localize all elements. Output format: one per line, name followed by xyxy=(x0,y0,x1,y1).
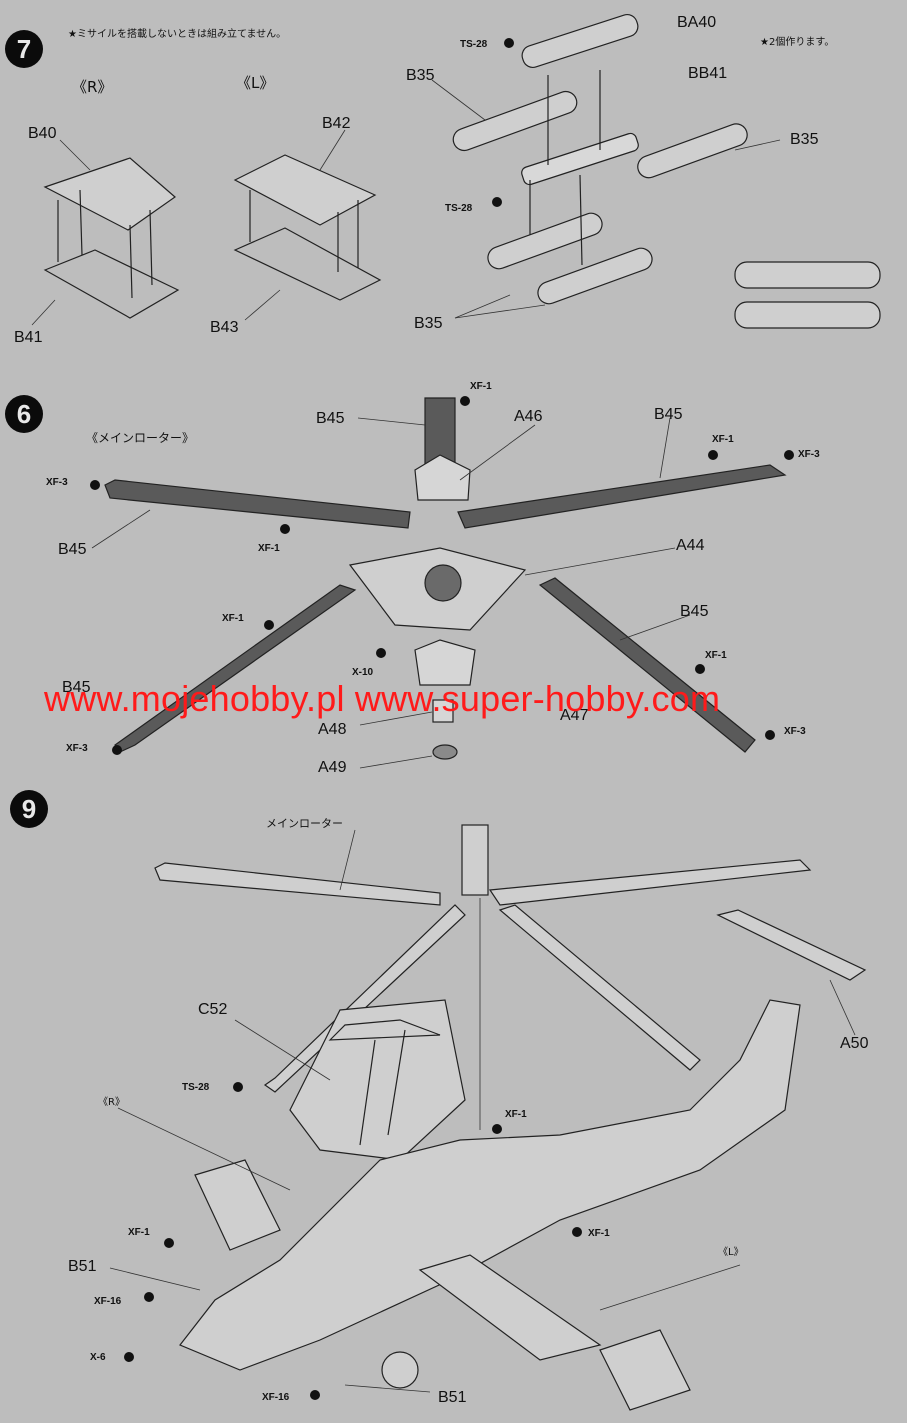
rotor-hub-upper xyxy=(414,454,471,501)
paint-xf3-d: XF-3 xyxy=(784,726,806,737)
paint-xf1-c: XF-1 xyxy=(258,543,280,554)
label-b42: B42 xyxy=(322,115,351,132)
step-9-badge: 9 xyxy=(10,790,48,828)
helicopter-body xyxy=(179,999,801,1371)
part-b43-frame xyxy=(233,227,382,301)
label-a47: A47 xyxy=(560,707,589,724)
paint-xf3-c: XF-3 xyxy=(66,743,88,754)
label-a46: A46 xyxy=(514,408,543,425)
label-b45-a: B45 xyxy=(316,410,345,427)
part-c52-canopy xyxy=(289,999,466,1161)
part-a47 xyxy=(414,639,476,686)
paint-xf1-a: XF-1 xyxy=(470,381,492,392)
label-a48: A48 xyxy=(318,721,347,738)
paint-xf3-b: XF-3 xyxy=(798,449,820,460)
paint-xf1-f: XF-1 xyxy=(505,1109,527,1120)
main-rotor-label: メインローター xyxy=(266,817,343,830)
step-6-title: 《メインローター》 xyxy=(86,431,195,445)
rotor-blade-9d xyxy=(498,904,701,1071)
label-a50: A50 xyxy=(840,1035,869,1052)
paint-xf16-b: XF-16 xyxy=(262,1392,290,1403)
label-b45-b: B45 xyxy=(654,406,683,423)
paint-xf3-a: XF-3 xyxy=(46,477,68,488)
label-b45-e: B45 xyxy=(62,679,91,696)
side-l-label: 《L》 xyxy=(236,74,275,92)
label-ba40: BA40 xyxy=(677,14,717,31)
label-b45-d: B45 xyxy=(680,603,709,620)
paint-xf1-h: XF-1 xyxy=(588,1228,610,1239)
step-6-badge: 6 xyxy=(5,395,43,433)
label-a49: A49 xyxy=(318,759,347,776)
rotor-blade-lower-right xyxy=(538,577,756,753)
rotor-blade-left xyxy=(104,479,411,529)
label-b43: B43 xyxy=(210,319,239,336)
label-b51-b: B51 xyxy=(438,1389,467,1406)
weapon-pod-r xyxy=(194,1159,281,1251)
watermark-text: www.mojehobby.pl www.super-hobby.com xyxy=(44,678,721,719)
label-b40: B40 xyxy=(28,125,57,142)
paint-xf16-a: XF-16 xyxy=(94,1296,122,1307)
label-b35-c: B35 xyxy=(414,315,443,332)
part-b42 xyxy=(233,154,377,226)
paint-x6: X-6 xyxy=(90,1352,106,1363)
side-r-label-9: 《R》 xyxy=(98,1097,125,1108)
paint-ts28-b: TS-28 xyxy=(445,203,473,214)
label-b45-c: B45 xyxy=(58,541,87,558)
stub-wing-l xyxy=(418,1254,602,1361)
paint-ts28-c: TS-28 xyxy=(182,1082,210,1093)
rotor-blade-9b xyxy=(488,859,812,906)
paint-ts28-a: TS-28 xyxy=(460,39,488,50)
part-b41-frame xyxy=(43,249,180,319)
label-a44: A44 xyxy=(676,537,705,554)
label-b35-a: B35 xyxy=(406,67,435,84)
rotor-blade-right xyxy=(457,464,787,529)
step-7-note-right: ★2個作ります。 xyxy=(760,37,835,48)
part-ba40 xyxy=(521,13,639,69)
part-a50 xyxy=(716,909,867,981)
weapon-pod-l xyxy=(599,1329,691,1411)
part-b40 xyxy=(43,157,176,231)
step-7-note: ★ミサイルを搭載しないときは組み立てません。 xyxy=(68,29,287,40)
paint-xf1-d: XF-1 xyxy=(222,613,244,624)
paint-xf1-e: XF-1 xyxy=(705,650,727,661)
paint-x10: X-10 xyxy=(352,667,374,678)
label-c52: C52 xyxy=(198,1001,228,1018)
side-r-label: 《R》 xyxy=(72,78,113,96)
side-l-label-9: 《L》 xyxy=(718,1247,744,1258)
label-bb41: BB41 xyxy=(688,65,728,82)
paint-xf1-b: XF-1 xyxy=(712,434,734,445)
rotor-blade-9a xyxy=(154,862,441,906)
label-b51-a: B51 xyxy=(68,1258,97,1275)
step-7-badge: 7 xyxy=(5,30,43,68)
paint-xf1-g: XF-1 xyxy=(128,1227,150,1238)
label-b41: B41 xyxy=(14,329,43,346)
rotor-blade-9c xyxy=(263,904,466,1093)
label-b35-b: B35 xyxy=(790,131,819,148)
